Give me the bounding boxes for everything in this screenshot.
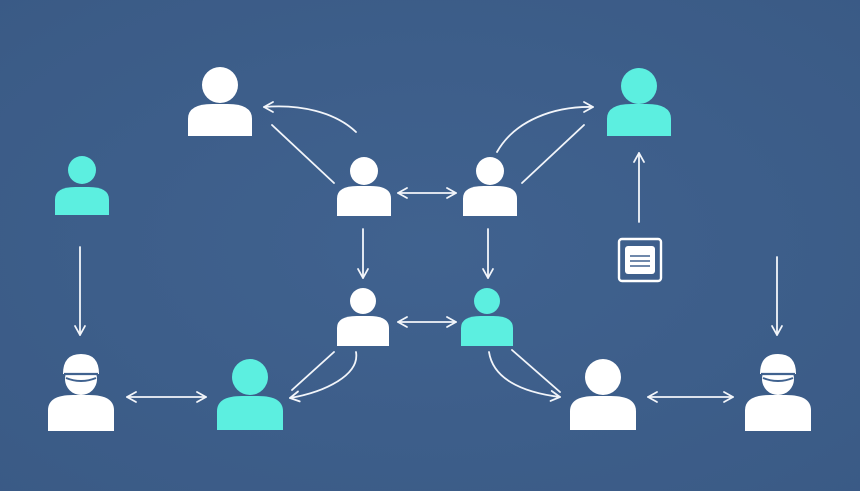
- document-frame: [617, 237, 663, 283]
- person-body: [217, 396, 283, 430]
- arrowhead: [723, 391, 734, 403]
- person-head: [232, 359, 268, 395]
- person-icon: [217, 359, 283, 430]
- nurse-body: [48, 395, 114, 431]
- arrowhead-reverse: [126, 391, 137, 403]
- edge-person-center-top-left-to-person-top-left: [263, 101, 357, 184]
- nodes-layer: [48, 67, 811, 431]
- person-head: [68, 156, 96, 184]
- nurse-icon: [745, 354, 811, 431]
- person-icon: [337, 288, 389, 346]
- arrowhead: [446, 187, 457, 199]
- edge-person-center-bottom-right-to-person-bottom-right-center: [488, 349, 561, 402]
- edge-nurse-bottom-left-to-person-bottom-left-center: [126, 391, 207, 403]
- arrowhead: [482, 268, 494, 279]
- arrowhead: [74, 325, 86, 336]
- person-icon: [188, 67, 252, 136]
- person-body: [463, 186, 517, 216]
- edge-person-bottom-right-center-to-nurse-bottom-right: [647, 391, 734, 403]
- person-body: [188, 104, 252, 136]
- nurse-cap: [63, 354, 99, 374]
- arrowhead: [289, 390, 301, 403]
- edge-person-center-top-left-to-person-center-top-right: [397, 187, 457, 199]
- edge-person-center-top-right-to-person-center-bottom-right: [482, 228, 494, 279]
- arrowhead-reverse: [397, 316, 408, 328]
- edge-line-secondary: [521, 124, 585, 184]
- person-body: [570, 396, 636, 430]
- edge-document-to-person-top-right: [633, 152, 645, 223]
- nurse-hairline: [762, 377, 794, 382]
- person-icon: [607, 68, 671, 136]
- person-body: [461, 316, 513, 346]
- document-sheet: [625, 246, 655, 274]
- person-head: [476, 157, 504, 185]
- person-head: [350, 157, 378, 185]
- arrowhead: [263, 101, 274, 113]
- person-head: [585, 359, 621, 395]
- person-body: [607, 104, 671, 136]
- person-head: [474, 288, 500, 314]
- edge-line-secondary: [511, 349, 561, 393]
- edge-line-secondary: [291, 351, 335, 391]
- edge-person-center-top-left-to-person-center-bottom-left: [357, 228, 369, 279]
- edges-layer: [74, 101, 783, 403]
- edge-line: [289, 351, 357, 399]
- edge-line: [488, 351, 561, 398]
- person-icon: [570, 359, 636, 430]
- arrowhead: [583, 101, 594, 113]
- edge-person-mid-left-to-nurse-bottom-left: [74, 246, 86, 336]
- arrowhead: [446, 316, 457, 328]
- edge-line: [496, 106, 594, 153]
- nurse-hairline: [65, 377, 97, 382]
- person-icon: [55, 156, 109, 215]
- arrowhead-reverse: [397, 187, 408, 199]
- nurse-body: [745, 395, 811, 431]
- arrowhead: [196, 391, 207, 403]
- person-body: [337, 316, 389, 346]
- edge-line: [263, 105, 357, 133]
- arrowhead: [549, 390, 561, 402]
- edge-person-center-top-right-to-person-top-right: [496, 101, 594, 184]
- person-head: [350, 288, 376, 314]
- edge-person-center-bottom-left-to-person-center-bottom-right: [397, 316, 457, 328]
- arrowhead: [357, 268, 369, 279]
- document-icon: [617, 237, 663, 283]
- edge-line-secondary: [271, 124, 335, 184]
- arrowhead-reverse: [647, 391, 658, 403]
- arrowhead: [633, 152, 645, 163]
- person-head: [621, 68, 657, 104]
- person-icon: [337, 157, 391, 216]
- person-head: [202, 67, 238, 103]
- nurse-icon: [48, 354, 114, 431]
- edge-top-right-area-to-nurse-bottom-right: [771, 256, 783, 336]
- person-icon: [461, 288, 513, 346]
- person-body: [55, 187, 109, 215]
- edge-person-center-bottom-left-to-person-bottom-left-center: [289, 351, 357, 403]
- person-body: [337, 186, 391, 216]
- arrowhead: [771, 325, 783, 336]
- person-icon: [463, 157, 517, 216]
- nurse-cap: [760, 354, 796, 374]
